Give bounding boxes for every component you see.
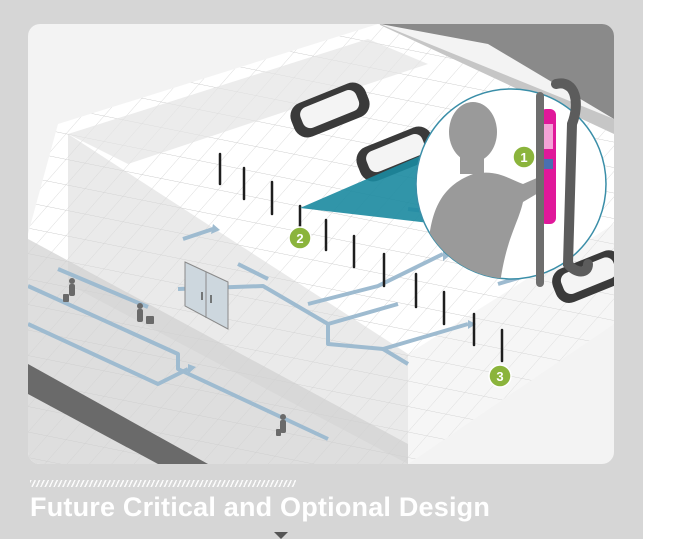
kiosk-icon <box>536 78 593 287</box>
glass-door-icon <box>184 261 229 330</box>
caption-title: Future Critical and Optional Design <box>30 492 491 522</box>
diagram-panel: 1 2 3 <box>28 24 614 464</box>
marker-1: 1 <box>512 145 536 169</box>
traveler-icon <box>63 278 286 436</box>
marker-1-label: 1 <box>520 150 527 165</box>
marker-3-label: 3 <box>496 369 503 384</box>
curb <box>28 364 208 464</box>
chevron-down-icon <box>274 532 288 539</box>
planter-1 <box>290 82 370 138</box>
caption-hatch-rule <box>30 480 296 487</box>
marker-2-label: 2 <box>296 231 303 246</box>
right-margin <box>643 0 700 539</box>
planter-3 <box>552 250 614 303</box>
planter-2 <box>356 126 436 182</box>
glass-wall-top <box>68 39 428 164</box>
isometric-scene: 1 2 3 <box>28 24 614 464</box>
glass-wall-side <box>68 134 408 464</box>
marker-3: 3 <box>488 364 512 388</box>
marker-2: 2 <box>288 226 312 250</box>
bollard-icon <box>218 152 504 363</box>
person-silhouette <box>427 102 550 279</box>
view-beam <box>300 156 438 224</box>
roof-block <box>380 24 614 119</box>
